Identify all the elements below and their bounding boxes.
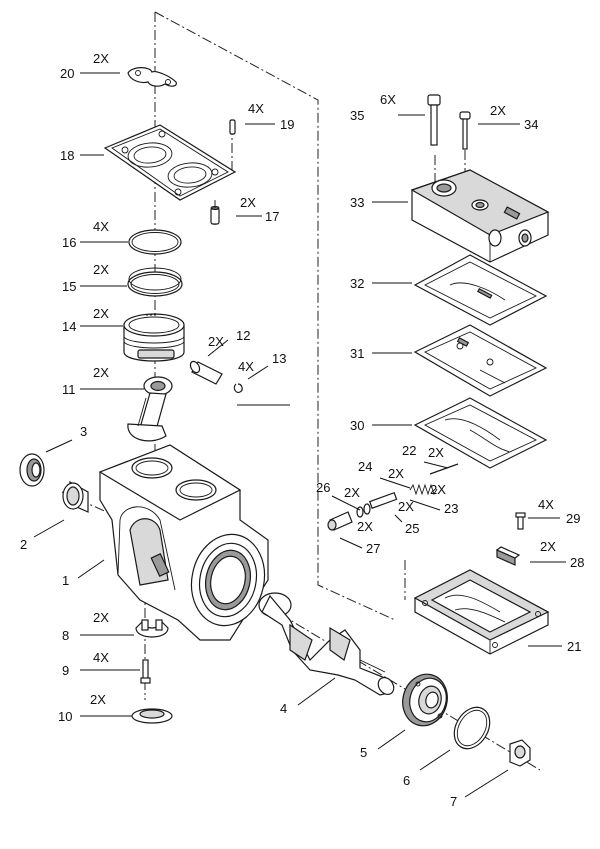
part-14-piston <box>123 313 185 362</box>
part-22-pin <box>429 463 459 475</box>
part-4-crankshaft <box>258 592 395 696</box>
part-33-cylinder-head <box>410 169 550 263</box>
callout-29-number: 29 <box>566 511 580 526</box>
callout-23-qty: 2X <box>430 482 446 497</box>
callout-34-qty: 2X <box>490 103 506 118</box>
callout-13-qty: 4X <box>238 359 254 374</box>
callout-32-number: 32 <box>350 276 364 291</box>
callout-5-number: 5 <box>360 745 367 760</box>
callout-14-number: 14 <box>62 319 76 334</box>
part-15-piston-ring <box>127 267 183 297</box>
callout-1-number: 1 <box>62 573 69 588</box>
callout-24-qty: 2X <box>388 466 404 481</box>
callout-14-qty: 2X <box>93 306 109 321</box>
part-9-bolt <box>140 659 151 684</box>
callout-2-number: 2 <box>20 537 27 552</box>
callout-19-number: 19 <box>280 117 294 132</box>
callout-15-number: 15 <box>62 279 76 294</box>
callout-13-number: 13 <box>272 351 286 366</box>
callout-26-qty: 2X <box>344 485 360 500</box>
callout-27-qty: 2X <box>357 519 373 534</box>
callout-12-number: 12 <box>236 328 250 343</box>
part-17-sleeve <box>210 206 220 225</box>
part-24-spring <box>409 483 438 496</box>
part-10-cover <box>131 708 173 724</box>
part-3-shaft-seal <box>19 453 45 487</box>
callout-19-qty: 4X <box>248 101 264 116</box>
callout-6-number: 6 <box>403 773 410 788</box>
callout-17-qty: 2X <box>240 195 256 210</box>
part-5-bearing-flange <box>402 673 448 727</box>
callout-28-number: 28 <box>570 555 584 570</box>
callout-34-number: 34 <box>524 117 538 132</box>
callout-11-number: 11 <box>62 382 76 397</box>
callout-20-qty: 2X <box>93 51 109 66</box>
callout-17-number: 17 <box>265 209 279 224</box>
callout-20-number: 20 <box>60 66 74 81</box>
part-12-wrist-pin <box>189 360 223 385</box>
callout-29-qty: 4X <box>538 497 554 512</box>
part-29-screw <box>515 512 526 530</box>
callout-labels: 1 2 3 4 5 6 7 2X 8 4X 9 2X 10 2X 11 2X 1… <box>20 51 584 809</box>
callout-10-qty: 2X <box>90 692 106 707</box>
part-16-o-ring <box>128 229 182 255</box>
part-32-valve-gasket <box>413 254 548 326</box>
part-20-small-gasket <box>127 67 177 87</box>
part-7-nut <box>509 739 531 767</box>
part-25-seal-ring <box>356 503 371 518</box>
callout-16-qty: 4X <box>93 219 109 234</box>
part-1-crankcase <box>98 444 269 641</box>
part-19-dowel-pin <box>229 119 236 135</box>
part-30-reed-gasket <box>413 397 548 469</box>
callout-23-number: 23 <box>444 501 458 516</box>
callout-25-number: 25 <box>405 521 419 536</box>
callout-35-qty: 6X <box>380 92 396 107</box>
part-11-connecting-rod <box>127 376 173 442</box>
callout-22-qty: 2X <box>428 445 444 460</box>
callout-30-number: 30 <box>350 418 364 433</box>
callout-4-number: 4 <box>280 701 287 716</box>
callout-33-number: 33 <box>350 195 364 210</box>
callout-22-number: 22 <box>402 443 416 458</box>
callout-12-qty: 2X <box>208 334 224 349</box>
callout-8-qty: 2X <box>93 610 109 625</box>
part-27-plug <box>327 511 353 531</box>
part-26-plunger <box>368 491 398 509</box>
callout-26-number: 26 <box>316 480 330 495</box>
callout-21-number: 21 <box>567 639 581 654</box>
part-8-bearing-cap <box>135 619 169 638</box>
callout-8-number: 8 <box>62 628 69 643</box>
callout-15-qty: 2X <box>93 262 109 277</box>
callout-9-qty: 4X <box>93 650 109 665</box>
callout-11-qty: 2X <box>93 365 109 380</box>
callout-9-number: 9 <box>62 663 69 678</box>
callout-16-number: 16 <box>62 235 76 250</box>
callout-10-number: 10 <box>58 709 72 724</box>
callout-3-number: 3 <box>80 424 87 439</box>
part-18-head-gasket <box>103 124 237 201</box>
part-6-snap-ring <box>453 706 491 750</box>
part-13-circlip <box>233 383 243 393</box>
callout-31-number: 31 <box>350 346 364 361</box>
callout-7-number: 7 <box>450 794 457 809</box>
part-28-clip <box>495 546 521 566</box>
part-35-head-bolt <box>427 94 441 146</box>
part-34-bolt <box>459 111 471 150</box>
callout-27-number: 27 <box>366 541 380 556</box>
leader-lines <box>33 72 566 798</box>
callout-24-number: 24 <box>358 459 372 474</box>
callout-25-qty: 2X <box>398 499 414 514</box>
part-31-valve-plate <box>413 324 548 397</box>
part-21-valve-cover <box>413 569 550 655</box>
callout-35-number: 35 <box>350 108 364 123</box>
callout-18-number: 18 <box>60 148 74 163</box>
callout-28-qty: 2X <box>540 539 556 554</box>
part-2-bushing <box>62 480 89 513</box>
